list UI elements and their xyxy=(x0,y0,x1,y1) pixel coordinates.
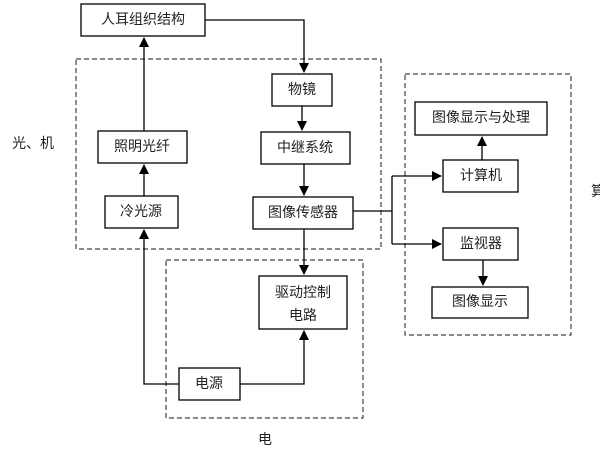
node-label: 物镜 xyxy=(288,82,316,98)
node-label: 照明光纤 xyxy=(114,139,170,155)
node-objective: 物镜 xyxy=(271,73,333,107)
group-computing xyxy=(404,73,572,336)
node-label: 图像显示与处理 xyxy=(432,110,530,126)
node-label: 中继系统 xyxy=(277,140,333,156)
node-relay-system: 中继系统 xyxy=(260,131,351,165)
node-label-line1: 驱动控制 xyxy=(275,285,331,301)
group-label-optical-mechanical: 光、机 xyxy=(12,136,54,152)
node-label: 监视器 xyxy=(460,236,502,252)
node-computer: 计算机 xyxy=(442,159,519,193)
node-label: 图像传感器 xyxy=(268,204,338,221)
group-optical-mechanical xyxy=(75,58,382,250)
node-image-display: 图像显示 xyxy=(431,286,529,319)
node-image-display-processing: 图像显示与处理 xyxy=(414,101,548,136)
arrow-power-to-drive xyxy=(240,330,309,385)
node-label: 人耳组织结构 xyxy=(101,12,185,28)
node-image-sensor: 图像传感器 xyxy=(252,196,354,230)
node-label: 电源 xyxy=(195,376,223,392)
arrow-power-to-light xyxy=(139,229,179,385)
group-electrical xyxy=(165,259,364,419)
node-label: 图像显示 xyxy=(452,294,508,310)
group-label-computing: 算 xyxy=(591,184,600,200)
node-label: 冷光源 xyxy=(120,204,162,220)
node-illumination-fiber: 照明光纤 xyxy=(97,130,188,164)
node-drive-circuit: 驱动控制 电路 xyxy=(258,275,348,330)
node-power-supply: 电源 xyxy=(178,367,241,401)
node-cold-light-source: 冷光源 xyxy=(104,195,179,229)
node-label: 计算机 xyxy=(460,168,502,184)
node-monitor: 监视器 xyxy=(442,227,519,261)
node-label-line2: 电路 xyxy=(289,308,317,324)
node-ear-tissue: 人耳组织结构 xyxy=(80,3,206,37)
group-label-electrical: 电 xyxy=(258,432,272,448)
arrow-ear-to-objective xyxy=(205,19,309,73)
